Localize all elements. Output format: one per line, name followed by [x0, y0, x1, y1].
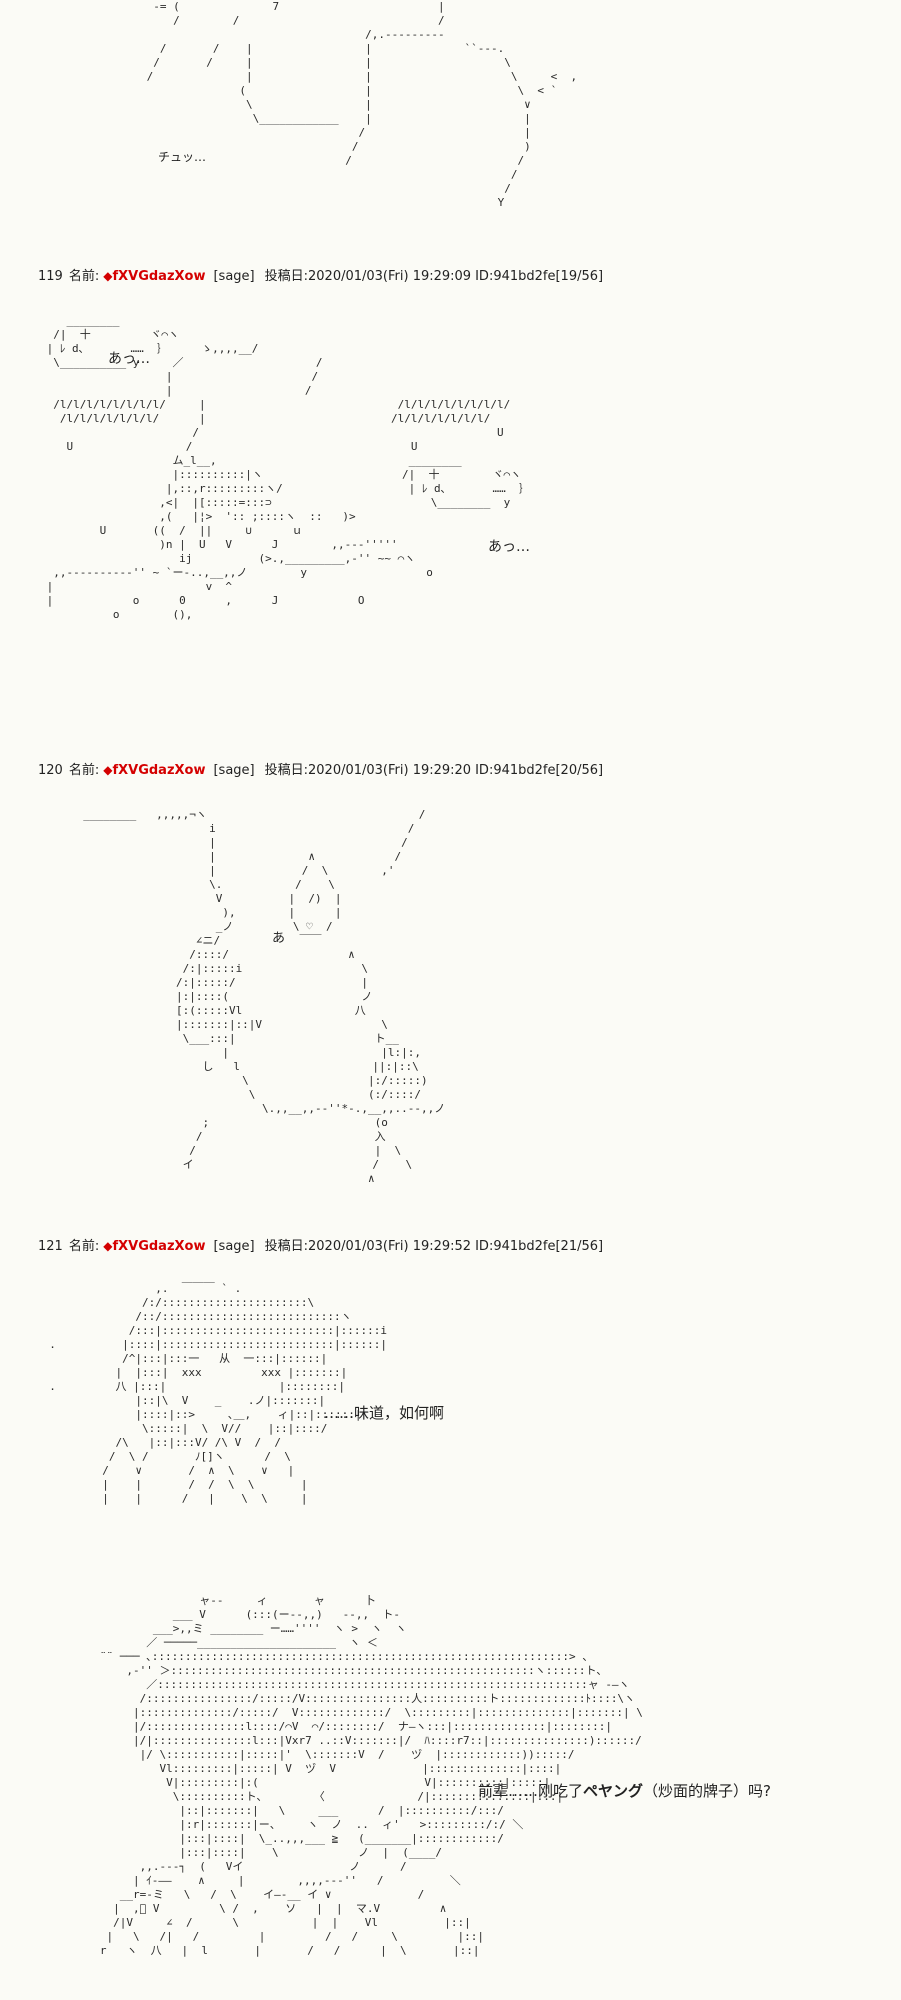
caption-senpai: 前辈……刚吃了ペヤング（炒面的牌子）吗?	[478, 1782, 771, 1800]
trip-code: fXVGdazXow	[112, 1239, 206, 1254]
name-label: 名前:	[68, 763, 100, 778]
post-date: 投稿日:2020/01/03(Fri) 19:29:09	[264, 269, 472, 284]
poster-trip: ◆fXVGdazXow	[103, 1239, 205, 1254]
ascii-art-119: ________ /| 十 ヾ⌒ヽ | ﾚ d､ …… ｝ ゝ,,,,__/ \…	[46, 314, 530, 621]
trip-code: fXVGdazXow	[112, 763, 206, 778]
mail-field: [sage]	[213, 1239, 255, 1254]
ascii-art-120: ________ ,,,,,¬ヽ / i / | / | ∧	[83, 808, 446, 1185]
bubble-right-text: あっ…	[488, 539, 530, 555]
post-header-119: 119 名前:◆fXVGdazXow [sage] 投稿日:2020/01/03(Fr…	[38, 268, 603, 285]
post-number[interactable]: 121	[38, 1239, 63, 1254]
post-id[interactable]: ID:941bd2fe	[475, 269, 556, 284]
name-label: 名前:	[68, 1239, 100, 1254]
post-date: 投稿日:2020/01/03(Fri) 19:29:20	[264, 763, 472, 778]
diamond-icon: ◆	[103, 269, 113, 283]
caption-senpai-brand: ペヤング	[583, 1782, 644, 1800]
post-count: [19/56]	[555, 269, 604, 284]
diamond-icon: ◆	[103, 763, 113, 777]
ascii-art-121-b: ャ-‐ ィ ャ 卜 ___ V (:::(ー‐-,,) --,, ト- ___>…	[99, 1594, 643, 1957]
diamond-icon: ◆	[103, 1239, 113, 1253]
sfx-kiss: チュッ…	[158, 150, 207, 164]
bubble-left-text: あっ…	[108, 351, 150, 367]
post-number[interactable]: 120	[38, 763, 63, 778]
post-date: 投稿日:2020/01/03(Fri) 19:29:52	[264, 1239, 472, 1254]
caption-senpai-post: （炒面的牌子）吗?	[643, 1782, 771, 1800]
caption-senpai-pre: 前辈……刚吃了	[478, 1782, 584, 1800]
post-header-120: 120 名前:◆fXVGdazXow [sage] 投稿日:2020/01/03(Fr…	[38, 762, 603, 779]
ascii-art-top: -= ( 7 | / / / /,.--------- / / | | ``--…	[146, 0, 578, 209]
name-label: 名前:	[68, 269, 100, 284]
poster-trip: ◆fXVGdazXow	[103, 763, 205, 778]
caption-taste: ……味道，如何啊	[324, 1404, 445, 1422]
mail-field: [sage]	[213, 269, 255, 284]
trip-code: fXVGdazXow	[112, 269, 206, 284]
post-id[interactable]: ID:941bd2fe	[475, 763, 556, 778]
post-count: [21/56]	[555, 1239, 604, 1254]
post-header-121: 121 名前:◆fXVGdazXow [sage] 投稿日:2020/01/03(Fr…	[38, 1238, 603, 1255]
post-count: [20/56]	[555, 763, 604, 778]
ascii-art-121-a: ,. ￣￣￣ ` . /:/::::::::::::::::::::::\ /:…	[49, 1282, 387, 1505]
mail-field: [sage]	[213, 763, 255, 778]
post-id[interactable]: ID:941bd2fe	[475, 1239, 556, 1254]
poster-trip: ◆fXVGdazXow	[103, 269, 205, 284]
heart-face-text: あ	[272, 931, 286, 946]
post-number[interactable]: 119	[38, 269, 63, 284]
